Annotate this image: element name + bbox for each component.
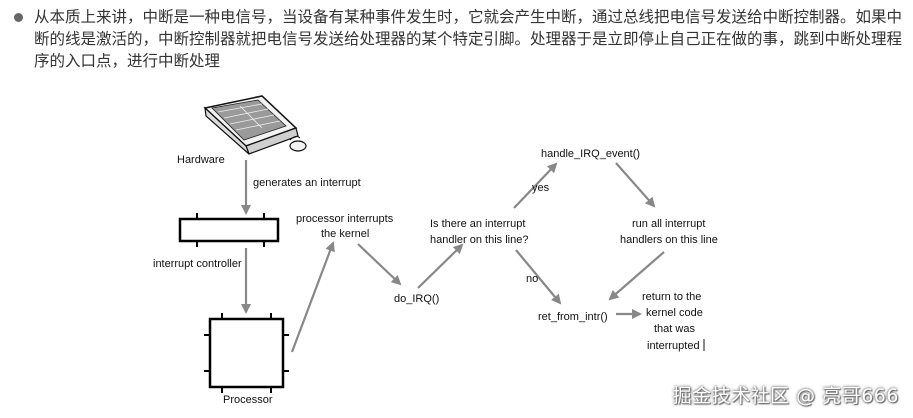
arrow-handle-to-runall [615,162,656,208]
label-run-all-2: handlers on this line [620,234,718,246]
bullet-text: 从本质上来讲，中断是一种电信号，当设备有某种事件发生时，它就会产生中断，通过总线… [34,8,903,70]
label-question-2: handler on this line? [430,234,528,246]
label-return-1: return to the [642,291,701,303]
label-yes: yes [532,182,550,194]
interrupt-controller-box [178,213,280,247]
arrow-kernel-to-do-irq [357,243,402,286]
bullet-dot [14,13,23,22]
label-handle-irq-event: handle_IRQ_event() [541,148,640,160]
label-no: no [526,273,538,285]
arrow-question-to-handle [513,162,558,209]
label-the-kernel: the kernel [321,228,369,240]
bullet-paragraph: 从本质上来讲，中断是一种电信号，当设备有某种事件发生时，它就会产生中断，通过总线… [14,6,904,72]
arrow-runall-to-ret [608,251,665,301]
label-processor-interrupts: processor interrupts [296,213,394,225]
processor-chip [204,313,289,393]
label-generates-interrupt: generates an interrupt [253,177,361,189]
arrow-do-irq-to-question [417,243,464,289]
label-processor: Processor [223,394,273,406]
label-return-4: interrupted [647,340,700,352]
label-do-irq: do_IRQ() [394,293,439,305]
label-return-2: kernel code [646,307,703,319]
arrow-question-to-ret [515,249,562,305]
watermark: 掘金技术社区 @ 亮哥666 [672,385,899,407]
label-run-all-1: run all interrupt [632,218,705,230]
arrow-processor-to-kernel [290,241,335,353]
label-return-3: that was [654,323,695,335]
label-question-1: Is there an interrupt [430,218,525,230]
label-hardware: Hardware [177,154,225,166]
label-interrupt-controller: interrupt controller [153,258,242,270]
keyboard-icon [203,95,307,155]
label-ret-from-intr: ret_from_intr() [538,311,608,323]
